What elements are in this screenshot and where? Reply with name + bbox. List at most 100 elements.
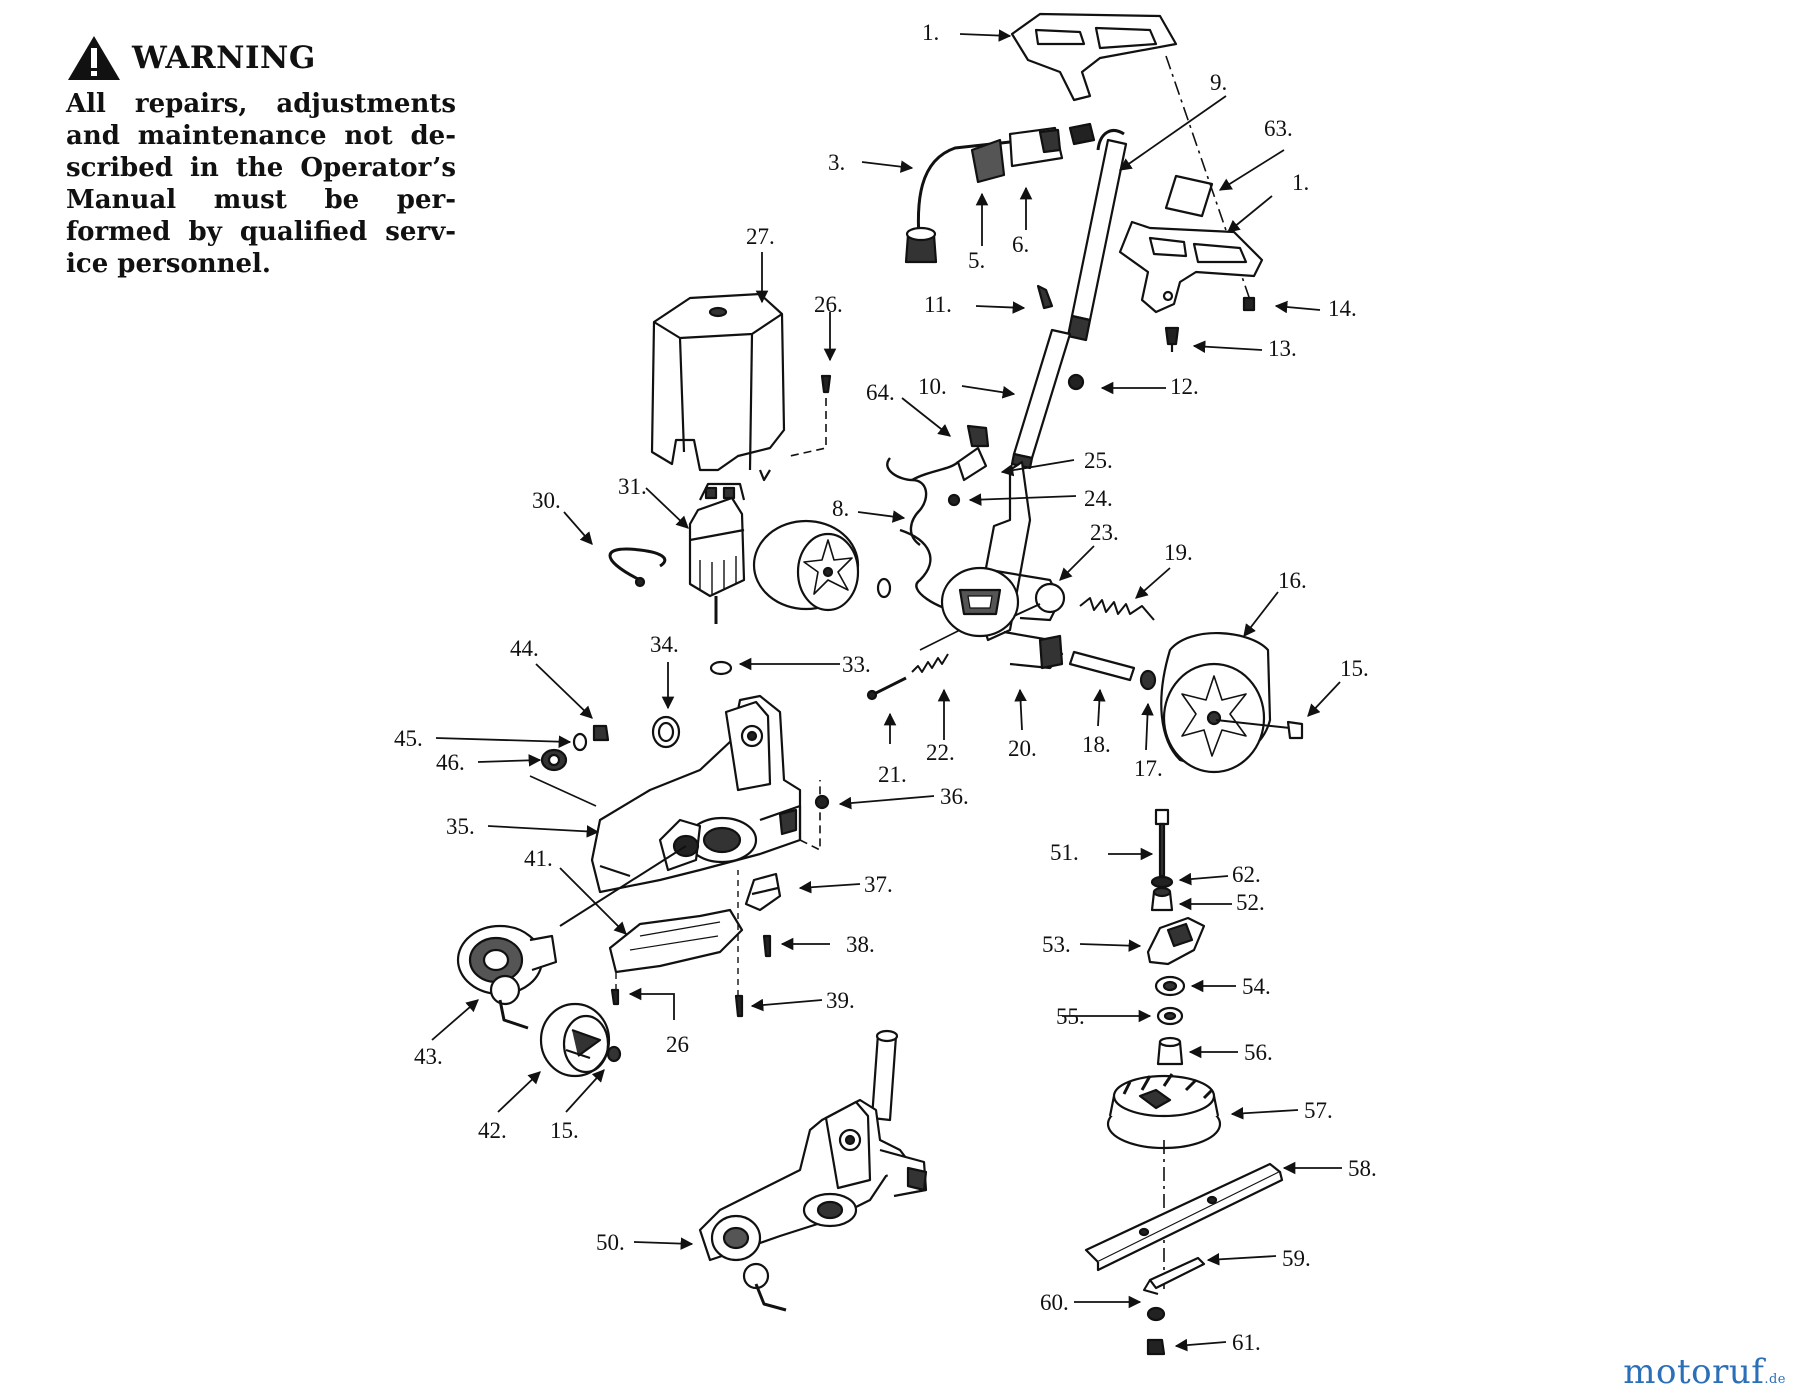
label-13: 13. <box>1268 336 1297 361</box>
switch-cord-part <box>904 140 1011 264</box>
label-46: 46. <box>436 750 465 775</box>
bracket-37-part <box>744 872 782 912</box>
screw-11-part <box>1036 284 1054 310</box>
label-26-top: 26. <box>814 292 843 317</box>
washer-55-part <box>1156 1006 1184 1026</box>
fan-57-part <box>1106 1073 1222 1150</box>
nut-36-part <box>814 794 830 810</box>
label-61: 61. <box>1232 1330 1261 1355</box>
motor-mount-part <box>940 460 1064 670</box>
label-56: 56. <box>1244 1040 1273 1065</box>
washer-62-part <box>1150 875 1174 889</box>
label-33: 33. <box>842 652 871 677</box>
gear-housing-part <box>590 694 802 894</box>
screw-26-top-part <box>820 374 832 394</box>
bushing-33-part <box>709 660 733 676</box>
motor-part <box>688 482 746 624</box>
label-27: 27. <box>746 224 775 249</box>
label-58: 58. <box>1348 1156 1377 1181</box>
nut-12-part <box>1067 373 1085 391</box>
assembled-head-part <box>698 1029 928 1312</box>
warning-text: All repairs, adjustments and maintenance… <box>66 89 456 279</box>
bushing-46-part <box>540 748 568 772</box>
label-31: 31. <box>618 474 647 499</box>
washer-17-part <box>1139 669 1157 691</box>
wiring-harness-part <box>886 424 990 614</box>
label-53: 53. <box>1042 932 1071 957</box>
pin-21-part <box>866 676 907 701</box>
label-54: 54. <box>1242 974 1271 999</box>
lower-tube-part <box>1010 328 1072 470</box>
label-17: 17. <box>1134 756 1163 781</box>
label-63: 63. <box>1264 116 1293 141</box>
warning-title: WARNING <box>132 40 316 76</box>
logo-name: motoruf <box>1623 1352 1765 1392</box>
label-44: 44. <box>510 636 539 661</box>
part-labels: 1. 9. 63. 3. 1. 5. 6. 27. 26. 11. 14. 13… <box>394 20 1377 1355</box>
nut-15-part <box>606 1045 622 1063</box>
label-12: 12. <box>1170 374 1199 399</box>
bearing-34-part <box>651 715 681 749</box>
handle-bottom-part <box>1118 220 1264 314</box>
nut-61-part <box>1146 1338 1166 1356</box>
cap-15-part <box>1286 720 1304 740</box>
label-34: 34. <box>650 632 679 657</box>
warning-notice: WARNING All repairs, adjustments and mai… <box>66 34 456 280</box>
axle-part <box>1068 650 1136 682</box>
screw-14-part <box>1242 296 1256 312</box>
logo-tld: .de <box>1764 1372 1786 1387</box>
label-22: 22. <box>926 740 955 765</box>
screw-39-part <box>734 994 744 1018</box>
washer-54-part <box>1154 975 1186 997</box>
label-37: 37. <box>864 872 893 897</box>
bolt-51-part <box>1154 808 1170 878</box>
motor-housing-part <box>650 292 786 482</box>
retaining-clip-part <box>608 547 667 588</box>
nut-44-part <box>592 724 610 742</box>
label-1-top: 1. <box>922 20 939 45</box>
bushing-56-part <box>1156 1036 1184 1066</box>
label-57: 57. <box>1304 1098 1333 1123</box>
washer-8-part <box>876 577 892 599</box>
label-39: 39. <box>826 988 855 1013</box>
collar-52-part <box>1150 886 1174 912</box>
label-20: 20. <box>1008 736 1037 761</box>
warning-triangle-icon <box>68 36 120 80</box>
label-15-right: 15. <box>1340 656 1369 681</box>
label-26-bottom: 26 <box>666 1032 689 1057</box>
label-3: 3. <box>828 150 845 175</box>
label-5: 5. <box>968 248 985 273</box>
label-25: 25. <box>1084 448 1113 473</box>
screw-26-bottom-part <box>610 988 620 1006</box>
cover-53-part <box>1146 916 1206 966</box>
blade-58-part <box>1084 1162 1284 1272</box>
label-55: 55. <box>1056 1004 1085 1029</box>
wrench-59-part <box>1143 1256 1206 1295</box>
label-30: 30. <box>532 488 561 513</box>
gear-cover-part <box>608 908 744 974</box>
label-19: 19. <box>1164 540 1193 565</box>
wheel-right-part <box>1160 631 1291 774</box>
washer-60-part <box>1146 1306 1166 1322</box>
label-43: 43. <box>414 1044 443 1069</box>
label-38: 38. <box>846 932 875 957</box>
label-11: 11. <box>924 292 952 317</box>
label-64: 64. <box>866 380 895 405</box>
label-6: 6. <box>1012 232 1029 257</box>
label-41: 41. <box>524 846 553 871</box>
label-23: 23. <box>1090 520 1119 545</box>
label-9: 9. <box>1210 70 1227 95</box>
leader-lines <box>431 29 1342 1352</box>
label-21: 21. <box>878 762 907 787</box>
label-1-lower: 1. <box>1292 170 1309 195</box>
label-50: 50. <box>596 1230 625 1255</box>
label-52: 52. <box>1236 890 1265 915</box>
spring-22-part <box>911 653 949 673</box>
warning-header: WARNING <box>66 34 456 82</box>
gearbox-part <box>456 924 558 1030</box>
label-51: 51. <box>1050 840 1079 865</box>
label-59: 59. <box>1282 1246 1311 1271</box>
label-24: 24. <box>1084 486 1113 511</box>
